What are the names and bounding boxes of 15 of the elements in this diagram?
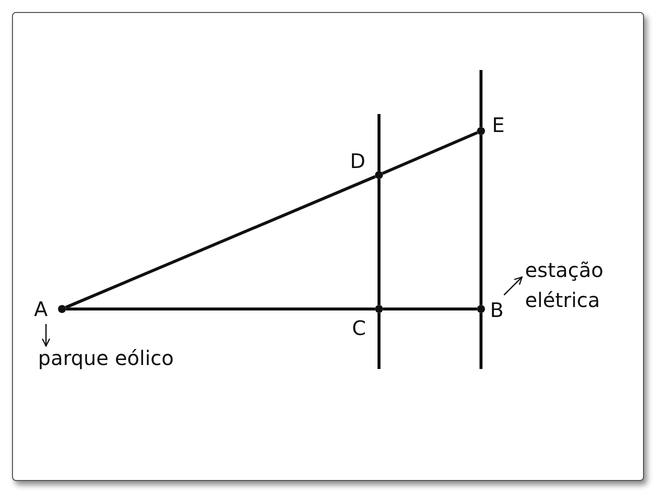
- point-label: C: [352, 317, 366, 339]
- point-label: D: [350, 150, 366, 172]
- line-segment: [378, 179, 380, 305]
- line-segment: [382, 131, 478, 175]
- line-segment: [66, 308, 375, 310]
- line-segment: [480, 135, 482, 305]
- arrow: [504, 276, 523, 296]
- line-segment: [65, 175, 376, 309]
- point-label: B: [490, 299, 504, 321]
- arrow: [42, 324, 50, 347]
- point-label: A: [34, 298, 48, 320]
- point-label: E: [492, 114, 505, 136]
- annotation-text: estação elétrica: [525, 255, 625, 315]
- annotation-text: parque eólico: [38, 343, 208, 373]
- line-segment: [383, 308, 477, 310]
